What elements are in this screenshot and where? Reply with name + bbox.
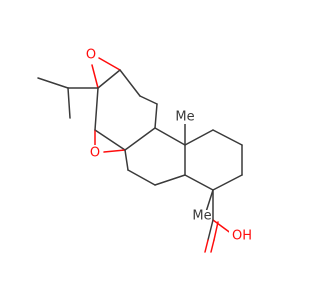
bond-c14-c15	[119, 69, 141, 97]
bond-c-o-double-b	[213, 221, 219, 241]
bond-c10-c1	[184, 129, 214, 146]
carboxylic-acid	[204, 189, 233, 253]
bond-c3-c4	[212, 174, 243, 191]
acid-hydroxyl-label: OH	[232, 229, 252, 244]
bond-ch-me2	[67, 87, 71, 119]
atom-labels: O O Me Me OH	[84, 47, 255, 244]
bond-c8-o2	[103, 149, 126, 153]
ring-a	[184, 129, 243, 191]
bond-c7-c6	[127, 169, 156, 186]
bond-c-oh	[212, 219, 233, 235]
molecule-structure: O O Me Me OH	[37, 47, 255, 253]
isopropyl-group	[37, 77, 99, 119]
epoxide-top	[91, 57, 121, 89]
bond-c-o-double-d	[210, 239, 215, 253]
bond-c8-c9	[94, 129, 126, 151]
bond-c11-c8	[124, 127, 156, 151]
bond-c15-c16	[139, 95, 158, 105]
bond-c10-c11	[154, 127, 186, 146]
epoxide-top-oxygen-label: O	[86, 48, 96, 63]
bond-c14-o1	[98, 57, 121, 71]
ring-b	[124, 127, 186, 186]
bond-c-o-double-c	[204, 239, 209, 253]
methyl-c10-label: Me	[175, 110, 194, 125]
bond-c13-o1	[91, 64, 99, 89]
bond-c4-c5	[184, 174, 214, 191]
bond-ch-me1	[37, 77, 69, 89]
bond-c13-c14	[97, 69, 121, 89]
bond-c8-c7	[124, 149, 129, 171]
bond-c6-c5	[154, 174, 186, 186]
ring-c	[94, 69, 158, 151]
epoxide-bottom-oxygen-label: O	[90, 146, 100, 161]
epoxide-bottom	[94, 129, 126, 153]
bond-c-o-double-a	[207, 219, 214, 241]
bond-c16-c11	[154, 103, 158, 129]
bond-c13-c9	[94, 87, 99, 131]
bond-c1-c2	[212, 129, 243, 146]
methyl-c4-label: Me	[192, 209, 211, 224]
